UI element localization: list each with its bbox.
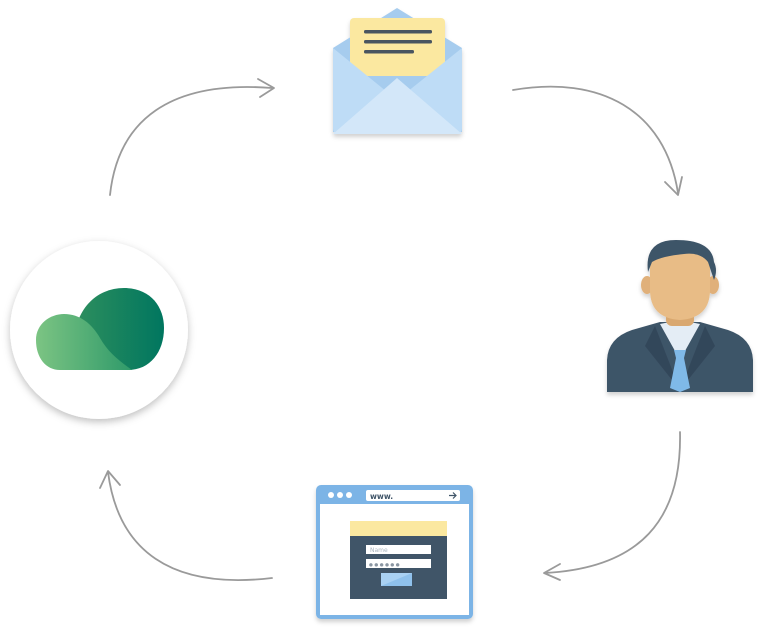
user-node — [607, 240, 753, 392]
url-bar — [366, 490, 460, 501]
password-field — [366, 559, 431, 568]
cloud-logo-icon — [36, 288, 164, 370]
window-dot-icon — [346, 492, 352, 498]
arrow-cloud-to-email — [109, 78, 275, 196]
cloud-logo-node — [10, 241, 188, 419]
password-field-mask: ● ● ● ● ● ● — [369, 563, 400, 568]
name-field-placeholder: Name — [370, 547, 388, 554]
url-text: www. — [370, 492, 393, 501]
window-dot-icon — [337, 492, 343, 498]
arrow-right-icon — [449, 492, 457, 499]
window-dot-icon — [328, 492, 334, 498]
browser-form-icon: www. Name ● ● ● ● ● ● — [316, 485, 473, 619]
arrow-email-to-user — [512, 85, 683, 196]
envelope-icon — [333, 8, 462, 134]
web-form-node: www. Name ● ● ● ● ● ● — [316, 485, 473, 619]
arrow-user-to-form — [543, 431, 681, 581]
businessman-icon — [607, 240, 753, 392]
arrow-form-to-cloud — [99, 470, 273, 581]
email-node — [333, 8, 462, 134]
login-form-header — [350, 521, 447, 536]
name-field — [366, 545, 431, 554]
